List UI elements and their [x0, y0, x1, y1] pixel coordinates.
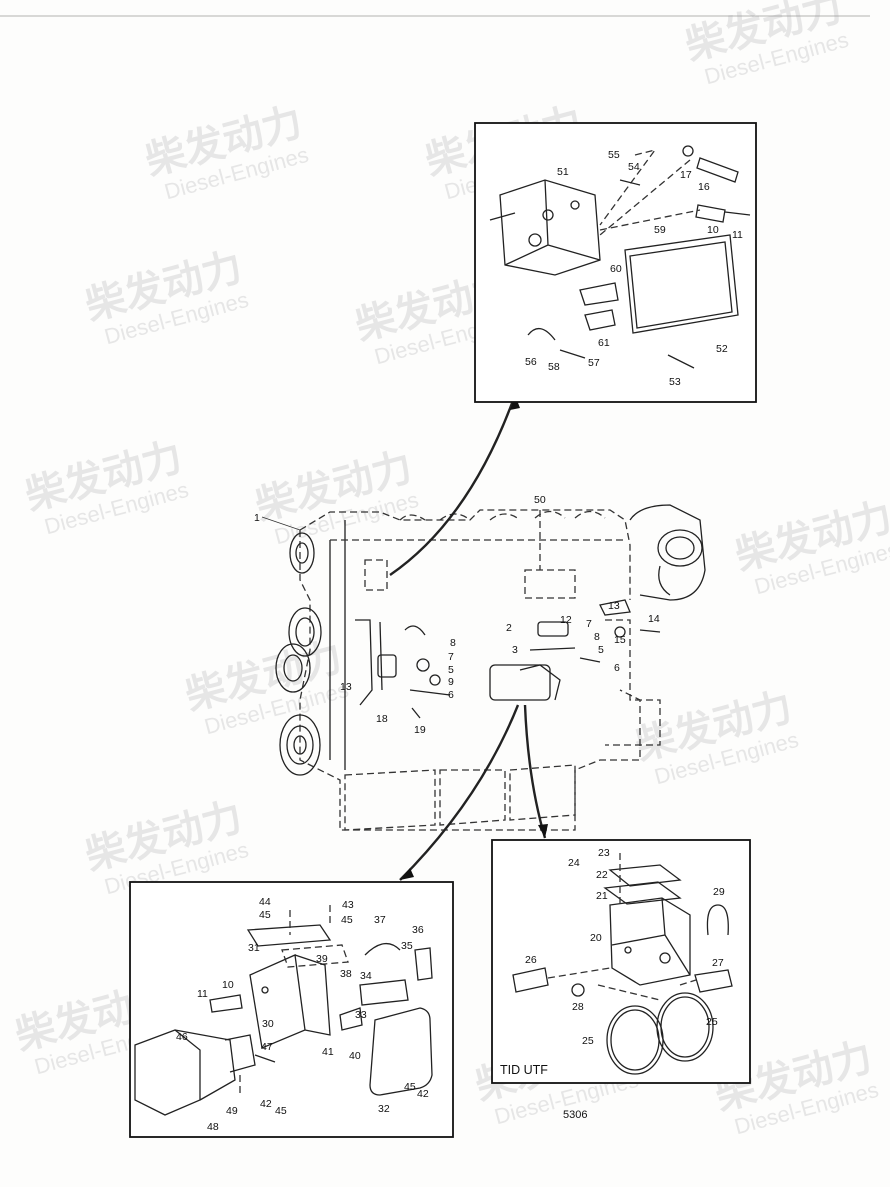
- callout-2: 2: [506, 622, 512, 634]
- callout-44: 44: [259, 896, 271, 908]
- callout-45-a: 45: [259, 909, 271, 921]
- callout-58: 58: [548, 361, 560, 373]
- callout-43: 43: [342, 899, 354, 911]
- callout-42-b: 42: [417, 1088, 429, 1100]
- callout-36: 36: [412, 924, 424, 936]
- callout-10-top: 10: [707, 224, 719, 236]
- callout-26: 26: [525, 954, 537, 966]
- callout-48: 48: [207, 1121, 219, 1133]
- sheet-number: 5306: [563, 1109, 587, 1121]
- callout-11-left: 11: [197, 988, 208, 1000]
- callout-19: 19: [414, 724, 426, 736]
- callout-40: 40: [349, 1050, 361, 1062]
- callout-22: 22: [596, 869, 608, 881]
- panel-left-callouts: 44 43 45 45 37 36 31 39 35 38 34 33 11 1…: [176, 896, 429, 1133]
- panel-top-frame: [474, 122, 757, 403]
- callout-29: 29: [713, 886, 725, 898]
- callout-9: 9: [448, 676, 454, 688]
- detail-panel-right: [491, 839, 751, 1084]
- callout-37: 37: [374, 914, 386, 926]
- callout-20: 20: [590, 932, 602, 944]
- callout-51: 51: [557, 166, 569, 178]
- callout-32: 32: [378, 1103, 390, 1115]
- callout-27: 27: [712, 957, 724, 969]
- callout-50: 50: [534, 494, 546, 506]
- watermark: 柴发动力 Diesel-Engines: [251, 445, 421, 550]
- callout-34: 34: [360, 970, 372, 982]
- watermark: 柴发动力 Diesel-Engines: [681, 0, 851, 89]
- callout-54: 54: [628, 161, 640, 173]
- callout-18: 18: [376, 713, 388, 725]
- callout-59: 59: [654, 224, 666, 236]
- callout-38: 38: [340, 968, 352, 980]
- callout-25-right: 25: [706, 1016, 718, 1028]
- callout-13-right: 13: [608, 600, 620, 612]
- callout-49: 49: [226, 1105, 238, 1117]
- callout-45-d: 45: [404, 1081, 416, 1093]
- panel-right-callouts: 23 24 22 21 29 20 26 27 28 25 25 TID UTF: [500, 847, 725, 1077]
- callout-12: 12: [560, 614, 572, 626]
- callout-13-left: 13: [340, 681, 352, 693]
- engine-drawing: [275, 394, 706, 881]
- watermark: 柴发动力 Diesel-Engines: [141, 100, 311, 205]
- callout-8-left: 8: [450, 637, 456, 649]
- callout-45-b: 45: [341, 914, 353, 926]
- callout-39: 39: [316, 953, 328, 965]
- callout-53: 53: [669, 376, 681, 388]
- detail-panel-left: [129, 881, 454, 1138]
- callout-46: 46: [176, 1031, 188, 1043]
- callout-7-right: 7: [586, 618, 592, 630]
- callout-5-right: 5: [598, 644, 604, 656]
- callout-31: 31: [248, 942, 260, 954]
- callout-3: 3: [512, 644, 518, 656]
- callout-5-left: 5: [448, 664, 454, 676]
- callout-17: 17: [680, 169, 692, 181]
- variant-label: TID UTF: [500, 1063, 548, 1077]
- callout-11-top: 11: [732, 229, 743, 241]
- callout-10-left: 10: [222, 979, 234, 991]
- callout-30: 30: [262, 1018, 274, 1030]
- callout-42-a: 42: [260, 1098, 272, 1110]
- callout-61: 61: [598, 337, 610, 349]
- callout-47: 47: [261, 1041, 273, 1053]
- callout-35: 35: [401, 940, 413, 952]
- main-callouts: 1 50 13 14 15 12 7 8 2 5 3 6 13 18 8 7 5…: [254, 494, 660, 736]
- callout-25-left: 25: [582, 1035, 594, 1047]
- detail-panel-top: [474, 122, 757, 403]
- callout-52: 52: [716, 343, 728, 355]
- callout-24: 24: [568, 857, 580, 869]
- callout-7-left: 7: [448, 651, 454, 663]
- watermark: 柴发动力 Diesel-Engines: [631, 685, 801, 790]
- callout-6-right: 6: [614, 662, 620, 674]
- callout-28: 28: [572, 1001, 584, 1013]
- callout-6-left: 6: [448, 689, 454, 701]
- callout-60: 60: [610, 263, 622, 275]
- callout-57: 57: [588, 357, 600, 369]
- callout-14: 14: [648, 613, 660, 625]
- callout-16: 16: [698, 181, 710, 193]
- watermark: 柴发动力 Diesel-Engines: [731, 495, 890, 600]
- callout-33: 33: [355, 1009, 367, 1021]
- callout-1: 1: [254, 512, 260, 524]
- watermark: 柴发动力 Diesel-Engines: [81, 245, 251, 350]
- watermark: 柴发动力 Diesel-Engines: [181, 635, 351, 740]
- callout-21: 21: [596, 890, 608, 902]
- panel-right-frame: [491, 839, 751, 1084]
- callout-15: 15: [614, 634, 626, 646]
- callout-56: 56: [525, 356, 537, 368]
- callout-55: 55: [608, 149, 620, 161]
- callout-45-c: 45: [275, 1105, 287, 1117]
- panel-left-frame: [129, 881, 454, 1138]
- watermark: 柴发动力 Diesel-Engines: [21, 435, 191, 540]
- panel-top-callouts: 55 54 17 16 51 10 11 59 60 61 52 56 58 5…: [525, 149, 743, 388]
- callout-8-right: 8: [594, 631, 600, 643]
- callout-41: 41: [322, 1046, 334, 1058]
- callout-23: 23: [598, 847, 610, 859]
